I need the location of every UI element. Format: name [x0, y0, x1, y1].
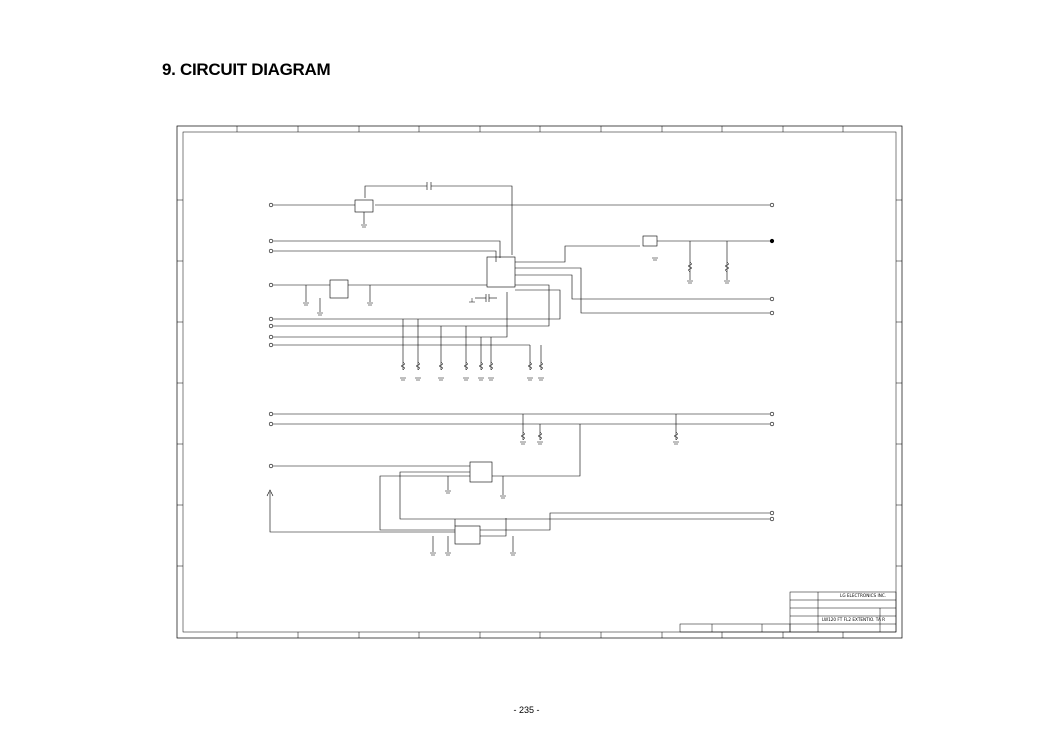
ic-u3 — [454, 525, 481, 545]
ic-u2 — [469, 461, 493, 483]
right-connectors — [769, 202, 775, 522]
page-number: - 235 - — [513, 705, 540, 715]
page-title: 9. CIRCUIT DIAGRAM — [162, 60, 331, 79]
wiring — [266, 182, 770, 552]
drawing-frame — [176, 125, 903, 639]
ic-u1 — [486, 256, 516, 288]
ground-symbols — [303, 224, 730, 556]
title-block-model: LW120 FT FL2 EXTENTIO. TA R — [822, 617, 885, 622]
drawing-inner-frame — [182, 131, 897, 633]
left-connectors — [268, 202, 274, 469]
zone-ticks — [177, 126, 902, 638]
passive-components — [400, 261, 730, 441]
title-block — [679, 591, 897, 633]
title-block-company: LG ELECTRONICS INC. — [840, 593, 886, 598]
